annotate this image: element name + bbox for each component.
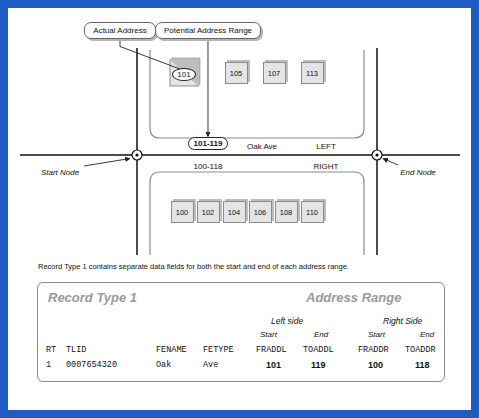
record-table: Record Type 1 Address RangeLeft side Right… [37,282,445,382]
table-cell: Ave [203,360,218,370]
table-cell: TOADDR [405,345,436,355]
leader-line [383,159,398,166]
node-text: Actual Address [93,26,146,35]
house: 107 [263,62,286,84]
node-text: 100 [174,208,191,217]
table-cell: End [420,330,434,339]
leader-line [120,39,179,69]
node-text: 107 [266,69,283,78]
house-shade [170,58,200,86]
table-cell: Start [260,330,277,339]
house: 104 [223,201,246,223]
node-label: End Node [400,168,436,177]
callout-box: Potential Address Range [155,22,261,39]
table-cell: 101 [266,360,281,370]
house: 102 [197,201,220,223]
node-text: 110 [304,208,321,217]
table-cell: Right Side [383,316,422,326]
house: 100 [171,201,194,223]
end-node-symbol [372,150,382,160]
node-dot [135,153,138,156]
node-text: 108 [278,208,295,217]
address-oval: 101 [172,68,195,81]
side-label: LEFT [316,142,336,151]
table-cell: 119 [311,360,326,370]
table-cell: Oak [156,360,171,370]
node-text: 113 [304,69,321,78]
table-cell: FETYPE [203,345,234,355]
house: 113 [301,62,324,84]
street-centerline [20,154,460,156]
leader-line [84,159,130,167]
table-cell: 118 [415,360,430,370]
node-text: 106 [252,208,269,217]
table-cell: Left side [271,316,303,326]
leader-line [207,39,208,137]
start-node-symbol [132,150,142,160]
table-cell: FENAME [156,345,187,355]
block-outline [150,50,364,138]
table-cell: Start [368,330,385,339]
table-cell: TLID [66,345,86,355]
table-cell: 1 [46,360,51,370]
address-range: 100-118 [194,162,223,171]
table-cell: FRADDL [256,345,287,355]
house: 110 [301,201,324,223]
node-dot [375,153,378,156]
table-cell: Record Type 1 [48,290,137,305]
table-note: Record Type 1 contains separate data fie… [38,262,349,271]
street-name: Oak Ave [247,142,277,151]
range-oval: 101-119 [188,137,229,150]
table-cell: 0007654320 [66,360,117,370]
house: 106 [249,201,272,223]
house: 105 [225,62,248,84]
table-cell: 100 [368,360,383,370]
table-cell: Address Range [306,290,401,305]
node-text: 101-119 [194,139,223,148]
node-text: 104 [226,208,243,217]
table-cell: RT [46,345,56,355]
node-text: 105 [228,69,245,78]
node-text: 102 [200,208,217,217]
node-text: 101 [177,70,190,79]
house: 108 [275,201,298,223]
table-cell: FRADDR [358,345,389,355]
node-label: Start Node [41,168,79,177]
table-cell: TOADDL [303,345,334,355]
node-text: Potential Address Range [164,26,252,35]
table-cell: End [314,330,328,339]
callout-box: Actual Address [84,22,155,39]
block-outline [150,172,364,255]
side-label: RIGHT [314,162,339,171]
